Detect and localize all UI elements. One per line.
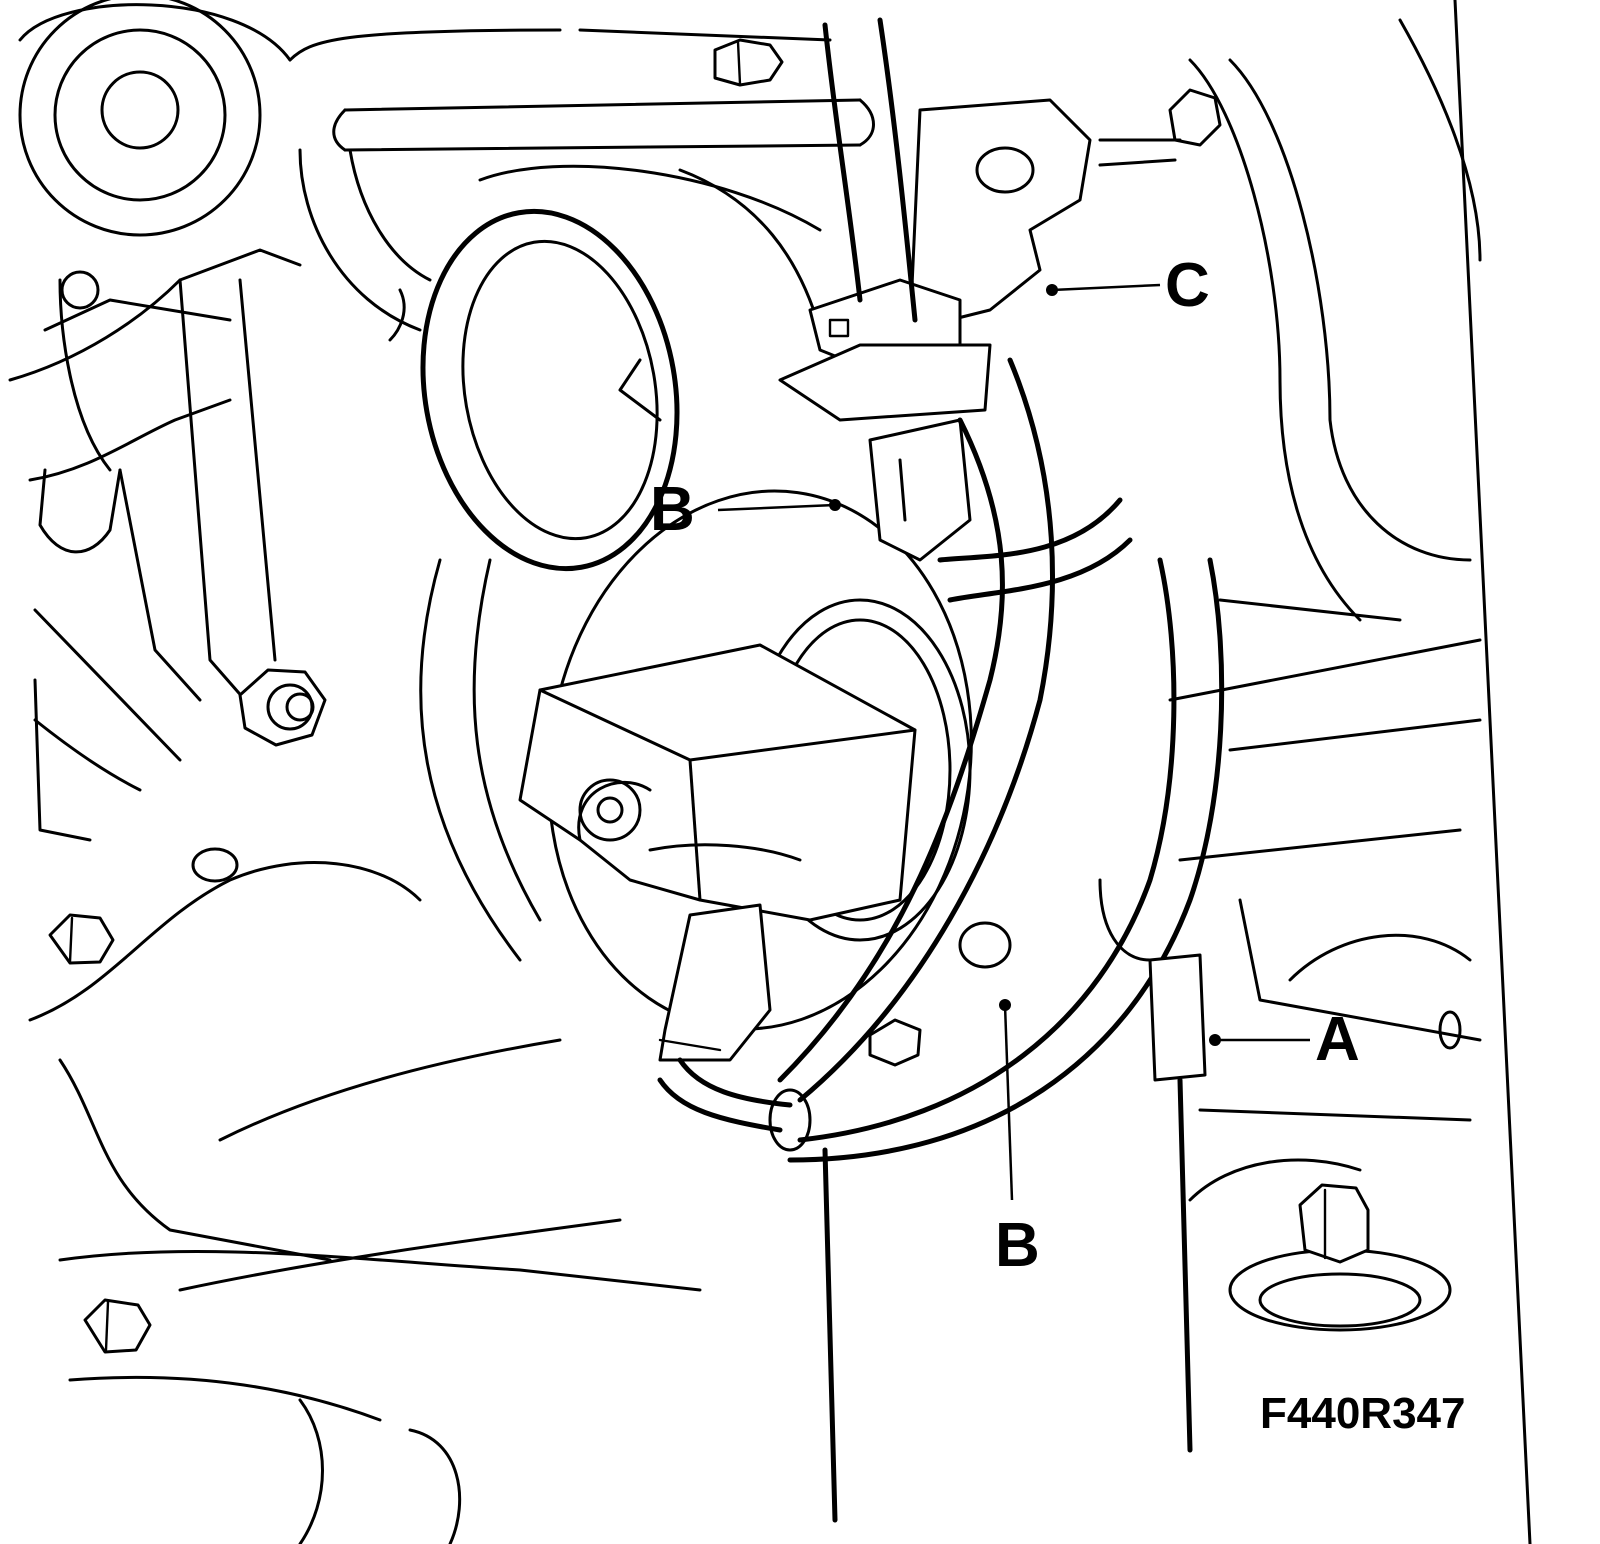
figure-id-label: F440R347: [1260, 1389, 1465, 1438]
throttle-actuator: [518, 643, 917, 1062]
callout-b-upper: B: [650, 475, 841, 544]
engine-background: [8, 0, 1482, 1544]
callout-c-label: C: [1165, 251, 1210, 320]
callout-c: C: [1046, 251, 1210, 320]
frame-border: [1453, 0, 1532, 1544]
right-lower-bolt: [1228, 1183, 1452, 1332]
left-nut: [238, 668, 327, 747]
top-bolt: [713, 38, 784, 87]
pulley: [18, 0, 292, 237]
upper-connector: [778, 98, 1092, 562]
callout-a-label: A: [1315, 1005, 1360, 1074]
callout-b-lower: B: [995, 999, 1040, 1280]
callout-b-lower-label: B: [995, 1211, 1040, 1280]
right-bracket-bolt: [1098, 88, 1222, 167]
callout-b-upper-label: B: [650, 475, 695, 544]
bolt-left-2: [83, 1298, 152, 1354]
wiring-harness: [657, 17, 1225, 1523]
bolt-left-1: [48, 913, 115, 965]
callout-a: A: [1209, 1005, 1360, 1074]
left-bracket: [8, 248, 302, 842]
